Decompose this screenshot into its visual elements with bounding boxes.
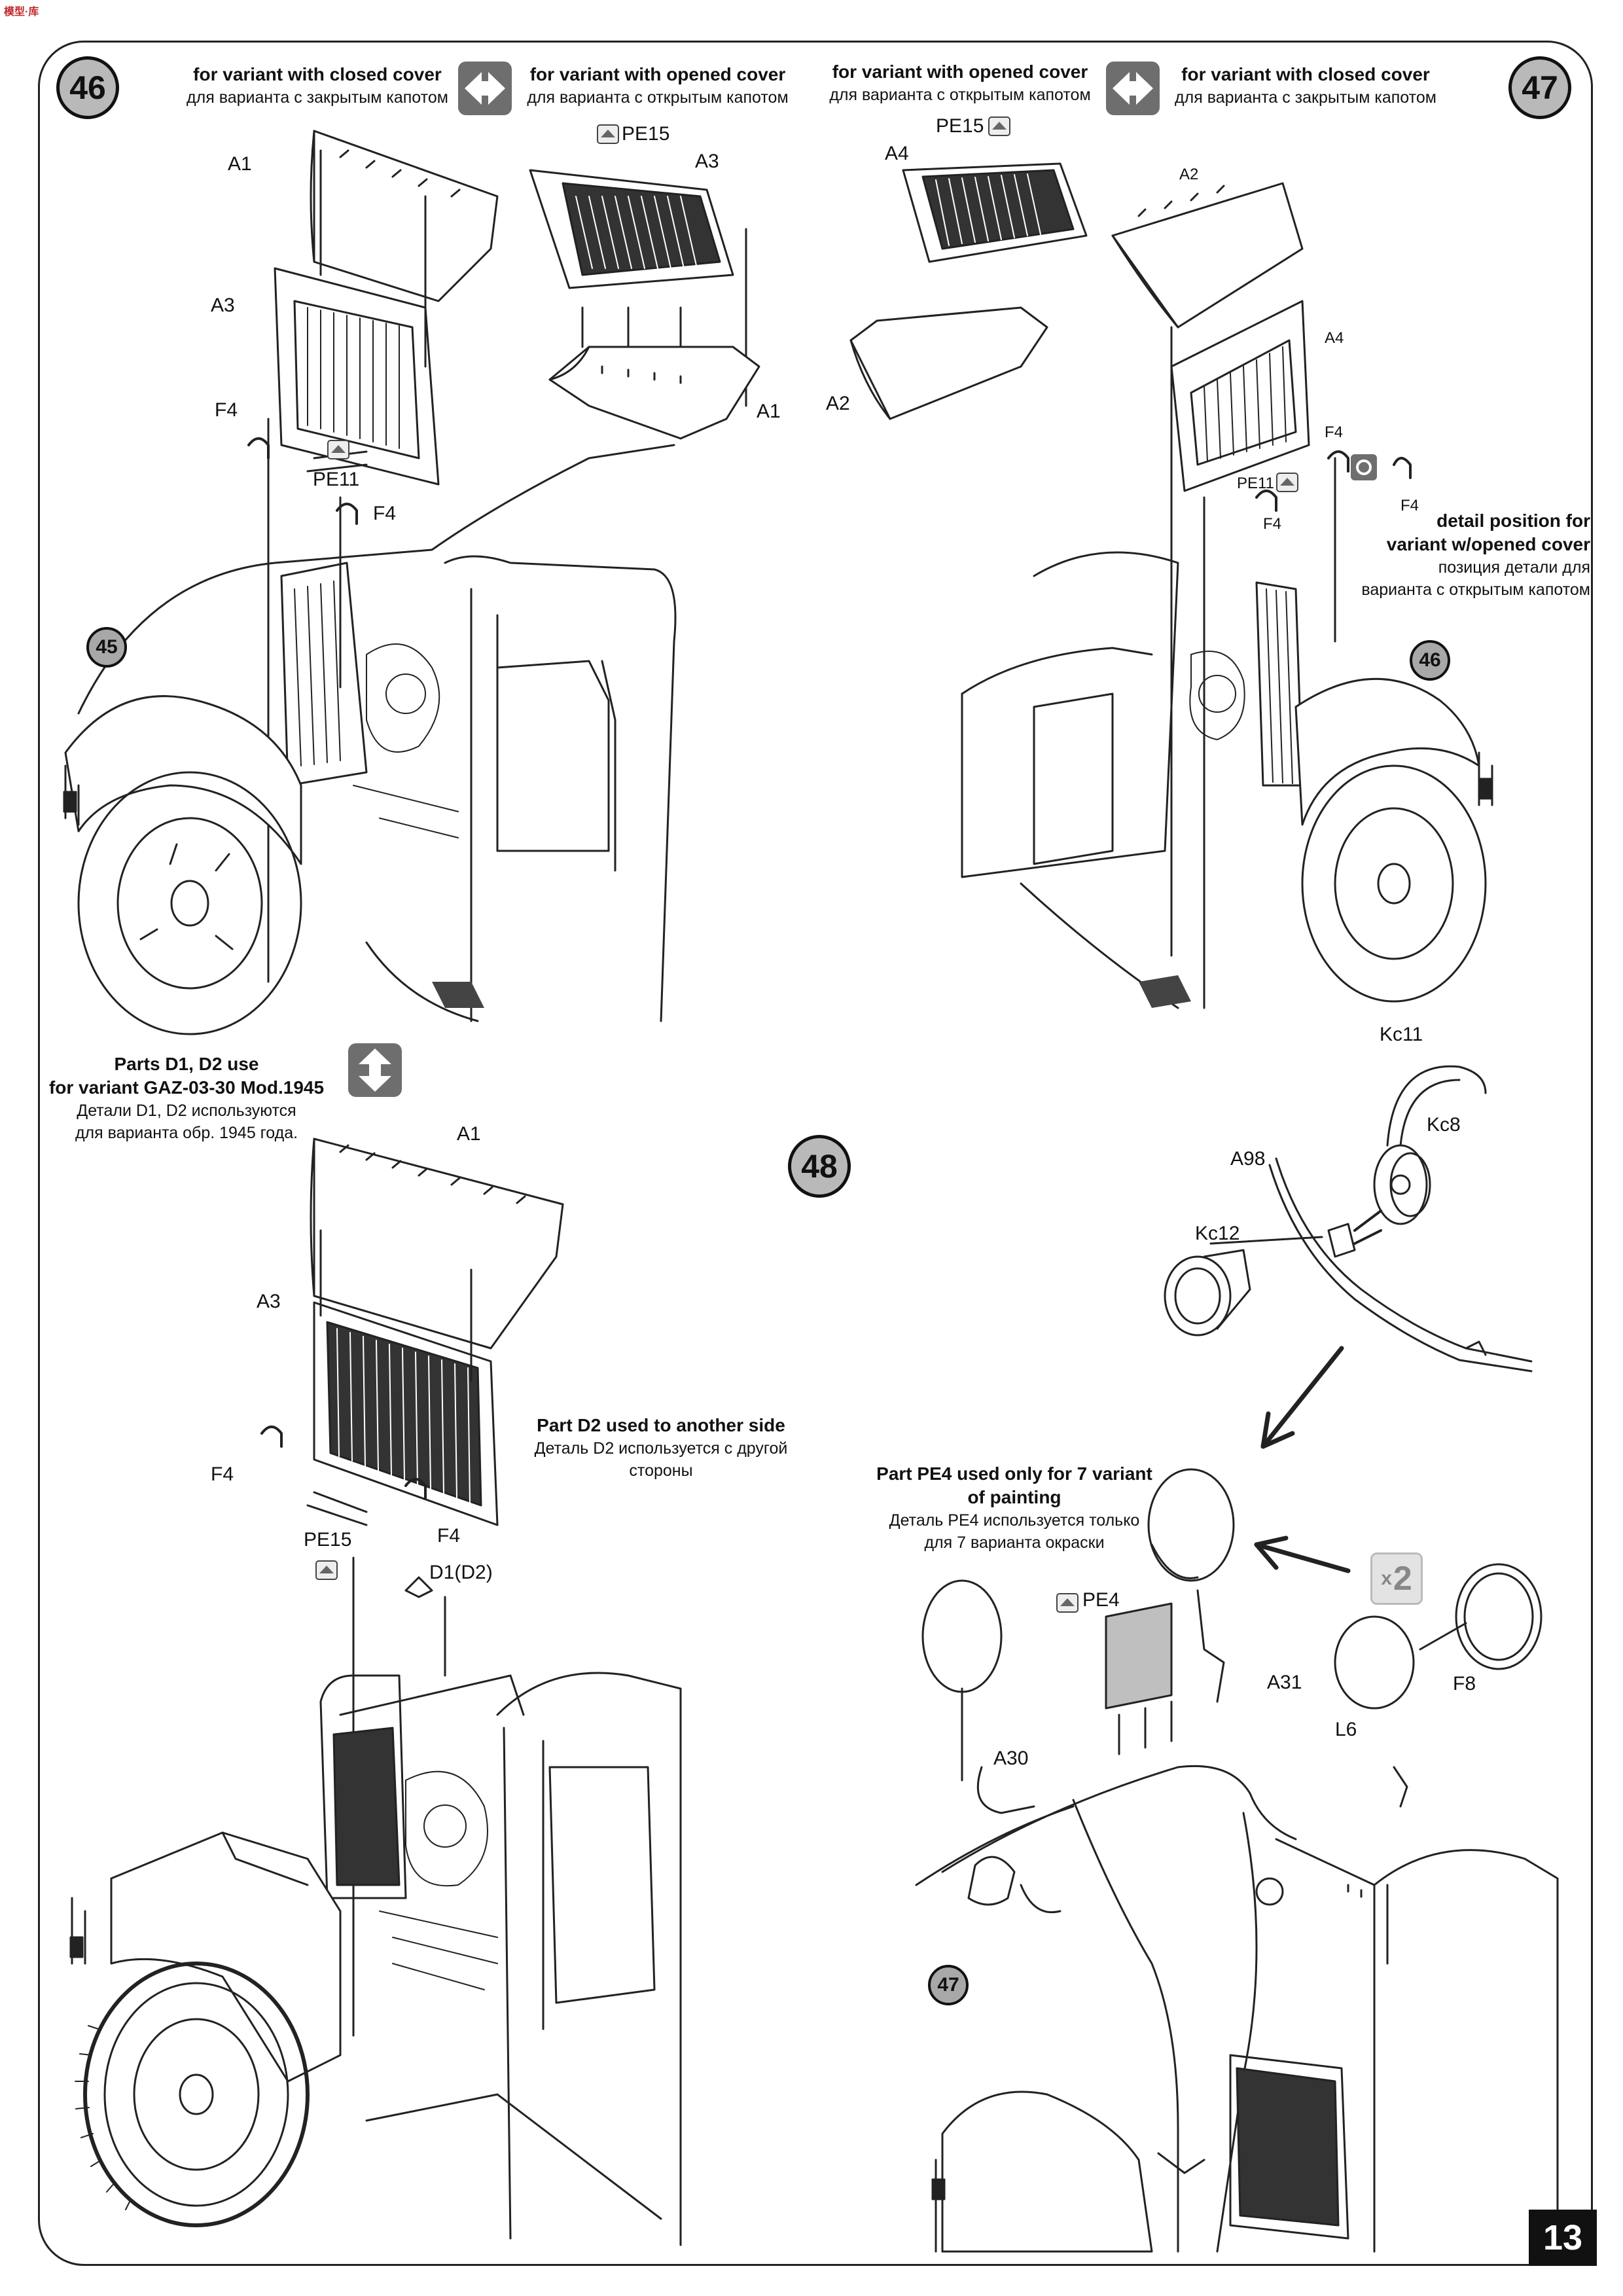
note-en-1: Parts D1, D2 use bbox=[114, 1054, 259, 1074]
rotate-view-icon bbox=[348, 1043, 402, 1097]
lights-assembly bbox=[915, 1468, 1559, 2253]
part-label-f4: F4 bbox=[1263, 515, 1282, 533]
part-label-kc8: Kc8 bbox=[1427, 1114, 1461, 1136]
note-ru: для варианта с закрытым капотом bbox=[187, 88, 448, 107]
part-label-f4: F4 bbox=[211, 1463, 234, 1485]
step-46-drawing bbox=[63, 130, 677, 1035]
swap-variant-icon bbox=[1106, 62, 1160, 115]
photo-etch-icon bbox=[597, 124, 619, 144]
note-parts-d1-d2: Parts D1, D2 use for variant GAZ-03-30 M… bbox=[46, 1052, 327, 1144]
swap-variant-icon bbox=[458, 62, 512, 115]
note-ru-2: для варианта обр. 1945 года. bbox=[75, 1124, 298, 1142]
part-label-a98: A98 bbox=[1230, 1148, 1266, 1170]
part-label-a4: A4 bbox=[1325, 329, 1344, 347]
part-label-a31: A31 bbox=[1267, 1672, 1302, 1693]
part-label-f4: F4 bbox=[373, 503, 397, 524]
part-label-a1: A1 bbox=[228, 153, 252, 175]
step-number-46: 46 bbox=[56, 56, 119, 119]
multiplier-count: 2 bbox=[1393, 1560, 1412, 1598]
step-47-drawing bbox=[849, 162, 1493, 1009]
note-en: for variant with opened cover bbox=[832, 62, 1088, 82]
reference-step-45: 45 bbox=[86, 627, 127, 668]
page-frame bbox=[38, 41, 1593, 2266]
note-en: Part D2 used to another side bbox=[537, 1415, 785, 1435]
part-label-a3: A3 bbox=[257, 1291, 281, 1312]
part-label-pe4: PE4 bbox=[1082, 1589, 1120, 1611]
step-48-label: 48 bbox=[801, 1148, 838, 1185]
part-label-a3: A3 bbox=[211, 295, 235, 316]
note-part-d2: Part D2 used to another side Деталь D2 и… bbox=[504, 1414, 818, 1482]
note-closed-cover-left: for variant with closed cover для вариан… bbox=[177, 63, 458, 109]
step-number-48: 48 bbox=[788, 1135, 851, 1198]
ref-45-label: 45 bbox=[96, 636, 118, 658]
reference-step-46: 46 bbox=[1410, 640, 1450, 681]
part-label-f4: F4 bbox=[1325, 423, 1344, 441]
multiplier-x: x bbox=[1381, 1568, 1392, 1589]
step-number-47: 47 bbox=[1508, 56, 1571, 119]
note-closed-cover-right: for variant with closed cover для вариан… bbox=[1165, 63, 1446, 109]
part-label-a2: A2 bbox=[1179, 166, 1199, 183]
note-opened-cover-left: for variant with opened cover для вариан… bbox=[517, 63, 798, 109]
step-47-label: 47 bbox=[1522, 69, 1558, 106]
step-46-opened-cover bbox=[529, 169, 760, 440]
part-label-f4: F4 bbox=[215, 399, 238, 421]
part-label-pe11: PE11 bbox=[313, 469, 360, 490]
part-label-a1: A1 bbox=[457, 1123, 481, 1145]
arrow-icon bbox=[1254, 1346, 1351, 1573]
reference-step-47: 47 bbox=[928, 1965, 969, 2005]
note-opened-cover-right: for variant with opened cover для вариан… bbox=[819, 60, 1101, 106]
part-label-kc11: Kc11 bbox=[1380, 1024, 1423, 1045]
note-en: for variant with closed cover bbox=[193, 64, 442, 84]
photo-etch-icon bbox=[327, 440, 349, 459]
note-en: for variant with closed cover bbox=[1181, 64, 1430, 84]
note-detail-position: detail position for variant w/opened cov… bbox=[1329, 509, 1590, 601]
part-label-pe11: PE11 bbox=[1237, 475, 1274, 492]
part-label-kc12: Kc12 bbox=[1195, 1223, 1240, 1244]
detail-position-icon bbox=[1351, 454, 1377, 480]
part-label-f8: F8 bbox=[1453, 1673, 1476, 1695]
note-en: for variant with opened cover bbox=[529, 64, 786, 84]
photo-etch-icon bbox=[1056, 1593, 1079, 1613]
note-en-1: detail position for bbox=[1436, 511, 1590, 531]
note-ru-1: Деталь PE4 используется только bbox=[889, 1511, 1140, 1530]
note-en-2: for variant GAZ-03-30 Mod.1945 bbox=[48, 1077, 325, 1098]
part-label-a4: A4 bbox=[885, 143, 909, 164]
note-part-pe4: Part PE4 used only for 7 variant of pain… bbox=[864, 1462, 1165, 1554]
step-46-label: 46 bbox=[69, 69, 106, 106]
part-label-pe15: PE15 bbox=[936, 115, 984, 137]
part-label-pe15: PE15 bbox=[304, 1529, 352, 1551]
note-ru-1: Детали D1, D2 используются bbox=[77, 1102, 296, 1120]
note-en-2: of painting bbox=[967, 1487, 1061, 1507]
part-label-a1: A1 bbox=[757, 401, 781, 422]
part-label-a2: A2 bbox=[826, 393, 850, 414]
part-label-a30: A30 bbox=[993, 1748, 1029, 1769]
watermark-logo: 模型·库 bbox=[4, 7, 39, 18]
part-label-l6: L6 bbox=[1335, 1719, 1357, 1740]
part-label-pe15: PE15 bbox=[622, 123, 670, 145]
note-ru-2: для 7 варианта окраски bbox=[924, 1534, 1105, 1552]
note-ru-1: позиция детали для bbox=[1438, 558, 1590, 577]
photo-etch-icon bbox=[315, 1560, 338, 1580]
page-number: 13 bbox=[1529, 2210, 1597, 2266]
horn-assembly bbox=[1164, 1065, 1533, 1372]
ref-47-label: 47 bbox=[937, 1974, 959, 1996]
part-label-a3: A3 bbox=[695, 151, 719, 172]
ref-46-label: 46 bbox=[1419, 649, 1441, 671]
photo-etch-icon bbox=[1276, 473, 1298, 492]
note-en-2: variant w/opened cover bbox=[1386, 534, 1590, 554]
note-ru: для варианта с открытым капотом bbox=[829, 86, 1091, 104]
part-label-d1-d2: D1(D2) bbox=[429, 1562, 493, 1583]
part-label-f4: F4 bbox=[1400, 497, 1419, 514]
note-ru: Деталь D2 используется с другой стороны bbox=[534, 1439, 788, 1480]
part-label-f4: F4 bbox=[437, 1525, 461, 1547]
note-ru: для варианта с открытым капотом bbox=[527, 88, 789, 107]
step-48-drawing bbox=[69, 1138, 682, 2246]
note-en-1: Part PE4 used only for 7 variant bbox=[876, 1463, 1152, 1484]
note-ru-2: варианта с открытым капотом bbox=[1361, 581, 1590, 599]
photo-etch-icon bbox=[988, 117, 1010, 136]
note-ru: для варианта с закрытым капотом bbox=[1175, 88, 1436, 107]
